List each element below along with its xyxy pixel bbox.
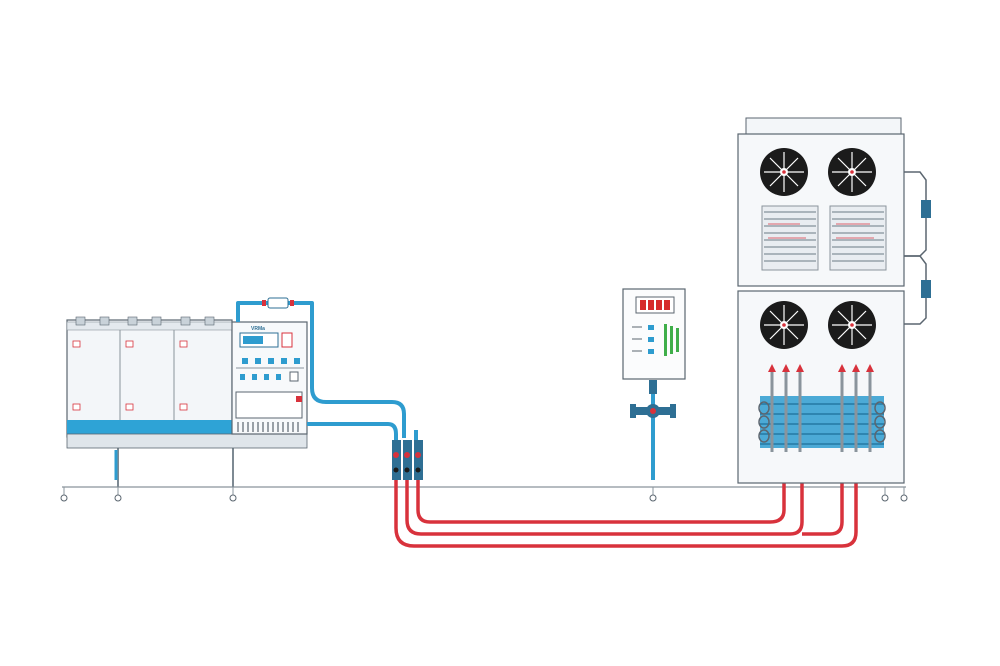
inline-filter <box>262 297 294 309</box>
led-display <box>640 300 670 310</box>
chiller-cabinet <box>66 316 308 487</box>
ground-terminal-icon <box>60 487 908 502</box>
cross-valve-icon <box>630 380 676 418</box>
heat-exchanger-coil-icon <box>758 364 886 452</box>
chiller-control-section: VRMa <box>231 321 308 435</box>
dial-row <box>242 358 300 364</box>
ground-rail <box>60 486 908 502</box>
digital-controller <box>622 288 686 418</box>
fan-icon <box>760 148 876 349</box>
return-line <box>394 450 870 548</box>
louvre-grille <box>761 205 887 271</box>
side-connector <box>904 171 927 325</box>
brand-label: VRMa <box>251 326 265 332</box>
valve-manifold <box>392 440 423 480</box>
condenser-tower <box>737 117 931 484</box>
status-leds <box>664 324 679 356</box>
